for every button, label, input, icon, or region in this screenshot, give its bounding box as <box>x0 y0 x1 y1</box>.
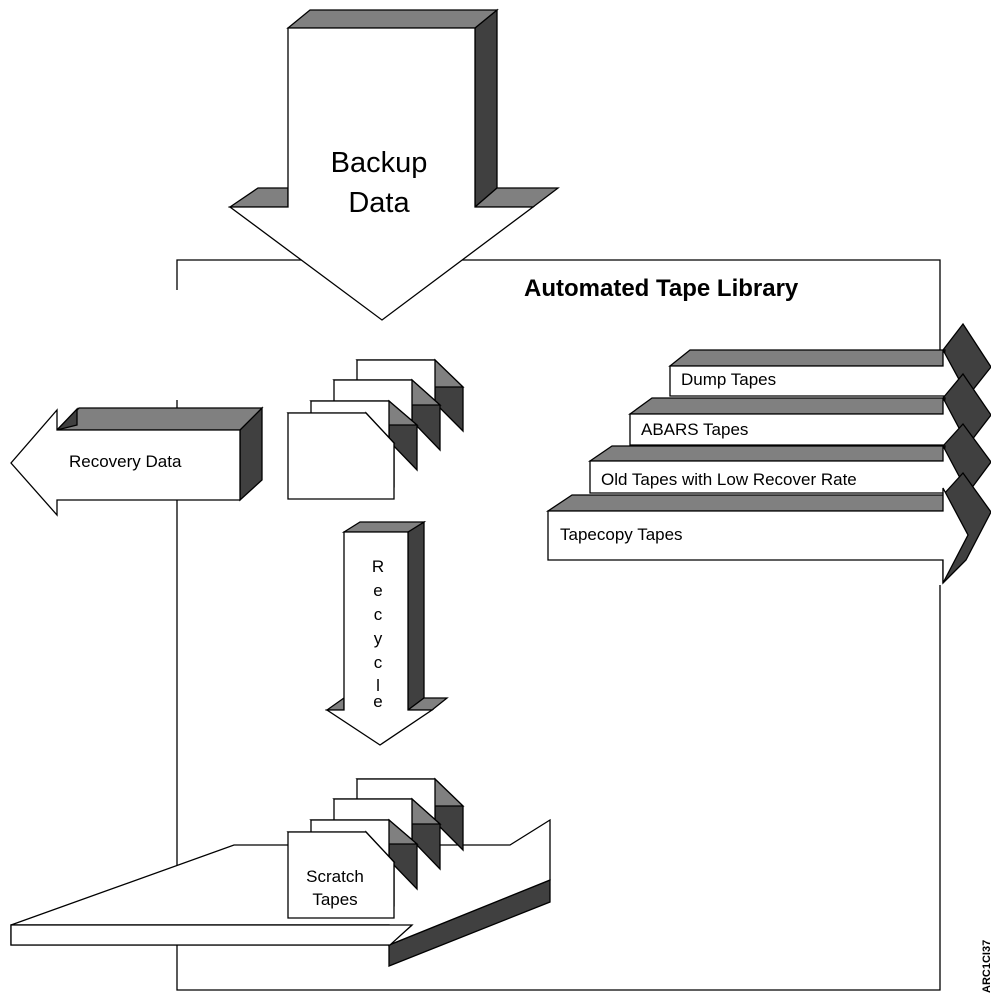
recovery-data-arrow <box>10 406 264 517</box>
output-label-abars-tapes: ABARS Tapes <box>641 420 748 439</box>
recovery-data-label: Recovery Data <box>69 452 182 471</box>
library-title: Automated Tape Library <box>524 275 799 302</box>
output-arrow-tapecopy-tapes <box>545 471 991 585</box>
output-label-old-tapes: Old Tapes with Low Recover Rate <box>601 470 857 489</box>
output-arrow-abars-tapes <box>628 372 991 446</box>
backup-data-arrow <box>227 8 560 321</box>
scratch-tray <box>10 818 551 967</box>
recycle-letter: e <box>373 581 382 600</box>
recycle-letter: R <box>372 557 384 576</box>
output-arrow-old-tapes <box>587 422 991 494</box>
scratch-tapes-label-line1: Scratch <box>306 867 364 886</box>
recycle-letter: e <box>373 692 382 711</box>
recycle-letter: c <box>374 605 383 624</box>
output-label-tapecopy-tapes: Tapecopy Tapes <box>560 525 683 544</box>
output-label-dump-tapes: Dump Tapes <box>681 370 776 389</box>
backup-data-label-line1: Backup <box>331 147 428 179</box>
scratch-tapes-label-line2: Tapes <box>312 890 357 909</box>
recycle-arrow <box>324 520 449 746</box>
scratch-tape-stack <box>286 777 465 919</box>
recycle-label: R e c y c l e <box>372 557 384 711</box>
figure-id: ARC1CI37 <box>981 940 991 993</box>
backup-tape-stack <box>286 358 465 500</box>
backup-data-label-line2: Data <box>348 187 410 219</box>
recycle-letter: l <box>376 676 380 695</box>
recycle-letter: c <box>374 653 383 672</box>
recycle-letter: y <box>374 629 383 648</box>
